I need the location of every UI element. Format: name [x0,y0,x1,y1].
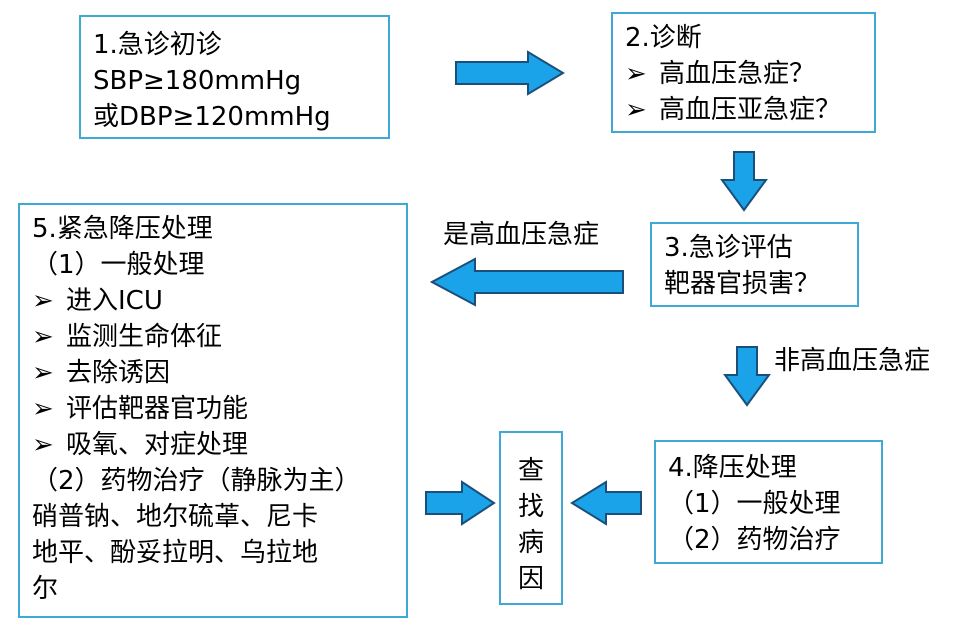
box5-drugs-3: 尔 [32,574,59,604]
box5-sub-general: （1）一般处理 [32,250,205,280]
box6-char-4: 因 [517,564,544,594]
box3-line1: 3.急诊评估 [664,233,793,263]
label-not-emergency: 非高血压急症 [774,346,931,376]
box1-title: 1.急诊初诊 [93,30,222,60]
box-emergency-bp-lowering: 5.紧急降压处理 （1）一般处理 ➢进入ICU ➢监测生命体征 ➢去除诱因 ➢评… [18,203,408,618]
arrow-left-4-to-6 [570,480,642,526]
box5-sub-drug: （2）药物治疗（静脉为主） [32,466,361,496]
box6-char-1: 查 [517,456,544,486]
box6-char-2: 找 [517,492,544,522]
box-initial-diagnosis: 1.急诊初诊 SBP≥180mmHg 或DBP≥120mmHg [79,15,390,139]
box5-item-triggers: ➢去除诱因 [32,355,406,391]
box4-title: 4.降压处理 [668,453,797,483]
label-yes-emergency: 是高血压急症 [443,220,600,250]
box-diagnosis: 2.诊断 ➢高血压急症？ ➢高血压亚急症？ [611,12,876,133]
box4-general: （1）一般处理 [668,489,841,519]
box2-item-emergency: ➢高血压急症？ [625,56,874,92]
box-bp-lowering: 4.降压处理 （1）一般处理 （2）药物治疗 [654,440,883,564]
arrow-right-1-to-2 [455,50,565,96]
arrow-left-3-to-5 [430,257,624,307]
box2-title: 2.诊断 [625,23,702,53]
box5-title: 5.紧急降压处理 [32,214,213,244]
bullet-arrow-icon: ➢ [32,430,54,460]
box5-drugs-2: 地平、酚妥拉明、乌拉地 [32,538,319,568]
bullet-arrow-icon: ➢ [32,286,54,316]
arrow-down-2-to-3 [720,151,768,212]
box5-drugs-1: 硝普钠、地尔硫䓬、尼卡 [32,502,319,532]
arrow-down-3-to-4 [723,346,771,407]
arrow-right-5-to-6 [425,480,496,526]
box2-item-urgency: ➢高血压亚急症？ [625,92,874,128]
bullet-arrow-icon: ➢ [625,95,647,125]
bullet-arrow-icon: ➢ [32,322,54,352]
box5-item-organ: ➢评估靶器官功能 [32,391,406,427]
box-emergency-assessment: 3.急诊评估 靶器官损害？ [650,222,859,307]
bullet-arrow-icon: ➢ [32,394,54,424]
bullet-arrow-icon: ➢ [625,59,647,89]
box5-item-icu: ➢进入ICU [32,283,406,319]
box1-sbp: SBP≥180mmHg [93,66,302,96]
box5-item-oxygen: ➢吸氧、对症处理 [32,427,406,463]
box1-dbp: 或DBP≥120mmHg [93,102,331,132]
box4-drug: （2）药物治疗 [668,525,841,555]
box-find-cause: 查 找 病 因 [499,431,563,605]
box5-item-vitals: ➢监测生命体征 [32,319,406,355]
box3-line2: 靶器官损害？ [664,269,821,299]
box6-char-3: 病 [517,528,544,558]
bullet-arrow-icon: ➢ [32,358,54,388]
